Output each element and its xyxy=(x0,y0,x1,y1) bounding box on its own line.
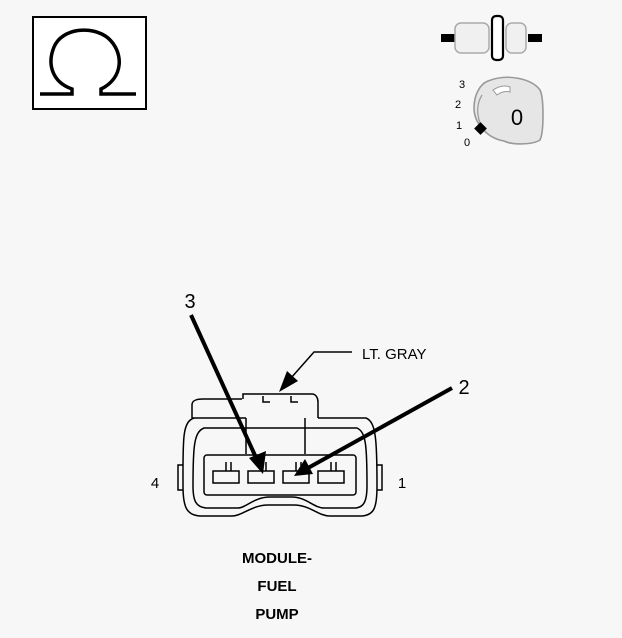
ohm-meter-symbol xyxy=(32,16,147,110)
connector-title-line-1: MODULE- xyxy=(242,550,312,567)
fuel-pump-connector xyxy=(177,393,383,517)
connector-title: MODULE- FUEL PUMP xyxy=(242,550,312,623)
callout-label-2: 2 xyxy=(458,377,469,399)
callout-arrow-3 xyxy=(189,314,266,474)
color-leader-line xyxy=(279,351,352,392)
connector-title-line-3: PUMP xyxy=(255,606,298,623)
pin-label-4: 4 xyxy=(151,475,159,492)
ignition-position-3: 3 xyxy=(459,79,465,91)
disconnected-connector-icon xyxy=(441,14,542,62)
key-position-value: 0 xyxy=(511,105,523,130)
ignition-position-0: 0 xyxy=(464,137,470,149)
connector-title-line-2: FUEL xyxy=(257,578,296,595)
ignition-position-1: 1 xyxy=(456,120,462,132)
ignition-key-icon: 0 3 2 1 0 xyxy=(455,76,544,149)
pin-label-1: 1 xyxy=(398,475,406,492)
connector-color-label: LT. GRAY xyxy=(362,346,426,363)
ignition-position-2: 2 xyxy=(455,99,461,111)
callout-arrow-2 xyxy=(294,386,453,476)
ohm-icon xyxy=(40,28,136,96)
callout-label-3: 3 xyxy=(184,291,195,313)
